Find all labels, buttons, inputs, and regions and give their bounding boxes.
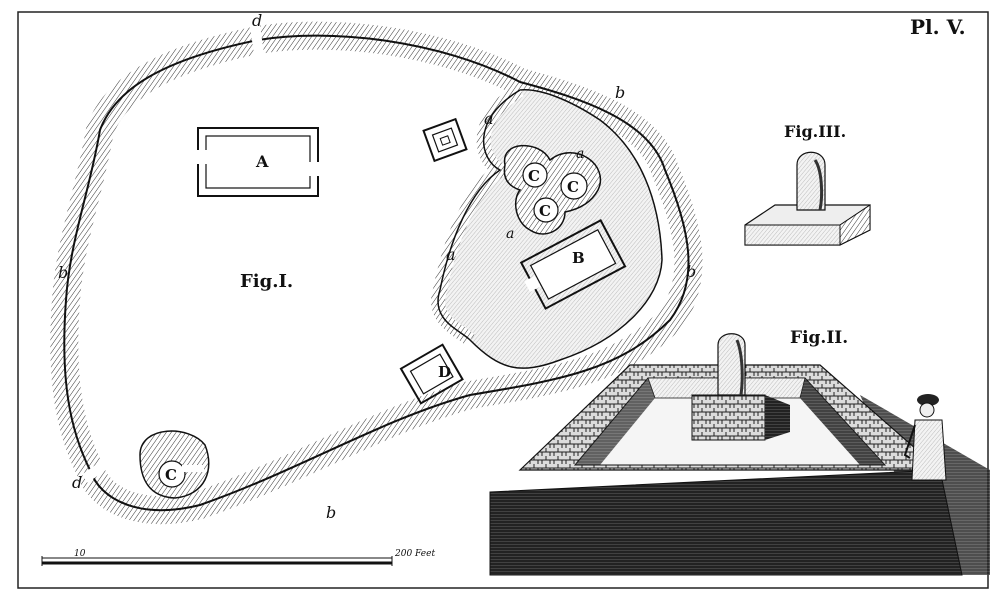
- scale-start-label: 10: [74, 549, 86, 559]
- mark-a-right: a: [576, 146, 584, 162]
- plate-border: [17, 11, 989, 589]
- fig1-label: Fig.I.: [240, 271, 293, 292]
- mark-d-north: d: [252, 11, 262, 30]
- label-B: B: [572, 249, 585, 267]
- cell-C-southwest: [139, 430, 210, 499]
- gateway-south-west: [81, 457, 113, 483]
- human-figure: [903, 394, 947, 481]
- scale-end-label: 200 Feet: [394, 549, 435, 559]
- mark-b-northeast: b: [615, 83, 625, 102]
- small-square-structure: [422, 117, 468, 163]
- mark-a-inner: a: [506, 226, 514, 242]
- cell-cluster: [503, 144, 601, 235]
- mark-b-west: b: [58, 263, 68, 282]
- label-A: A: [255, 152, 269, 171]
- label-D: D: [438, 363, 451, 381]
- fig2-label: Fig.II.: [790, 328, 848, 348]
- fig1-plan: C C C A B D: [50, 11, 703, 525]
- plate-number: Pl. V.: [910, 15, 966, 39]
- building-B: [519, 219, 627, 310]
- fig3-stone-on-plinth: [744, 151, 871, 246]
- mark-a-top: a: [484, 109, 494, 128]
- label-C-3: C: [539, 202, 551, 220]
- mark-a-left: a: [446, 245, 456, 264]
- mark-b-south: b: [326, 503, 336, 522]
- mark-d-southwest: d: [72, 473, 82, 492]
- label-C-1: C: [528, 167, 540, 185]
- mark-b-east: b: [686, 262, 696, 281]
- label-C-southwest: C: [165, 466, 177, 484]
- building-A: [194, 127, 322, 197]
- fig3-label: Fig.III.: [784, 122, 846, 141]
- building-D: [399, 343, 464, 405]
- scale-bar: [41, 556, 393, 566]
- fig2-enclosure-view: [489, 333, 990, 576]
- label-C-2: C: [567, 178, 579, 196]
- gateway-north: [249, 23, 265, 57]
